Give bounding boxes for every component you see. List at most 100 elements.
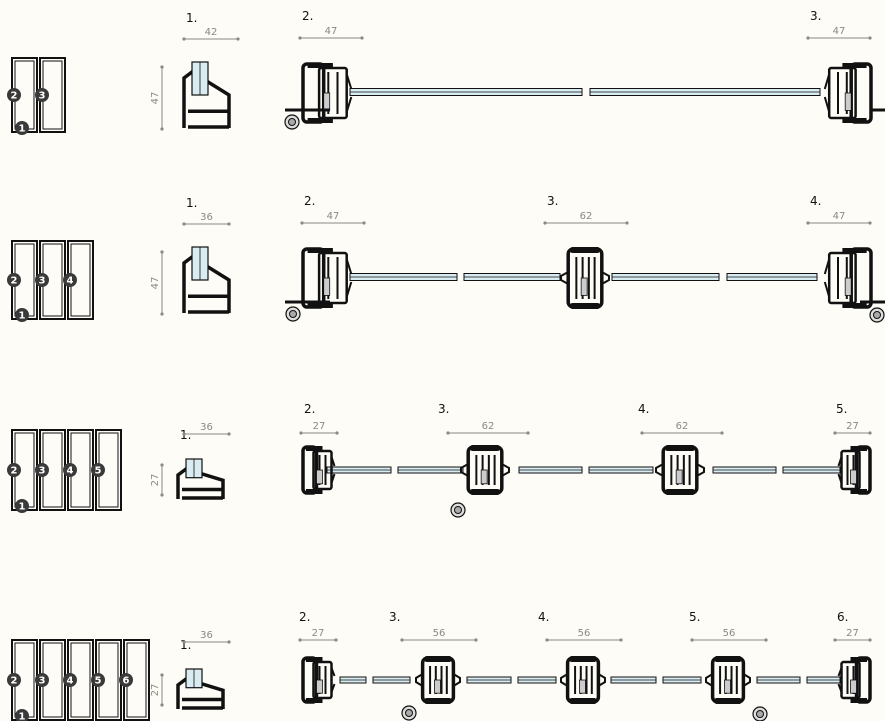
profile-cap	[850, 657, 867, 662]
leaf-number: 3	[39, 466, 46, 477]
profile-insert	[316, 679, 323, 694]
dimension-label: 27	[846, 628, 859, 639]
section-label: 4.	[538, 610, 549, 624]
frame-label: 1.	[186, 196, 197, 210]
profile-cap	[306, 489, 323, 494]
hinge-seal	[655, 463, 664, 477]
end-profile	[301, 62, 353, 124]
section-3: 3.56	[389, 610, 478, 642]
leaf-number-badge	[35, 673, 49, 687]
dimension-tick	[833, 431, 837, 435]
dimension-tick	[545, 638, 549, 642]
dimension-tick	[298, 638, 302, 642]
leaf-number: 2	[11, 276, 18, 287]
hinge-insert	[675, 469, 683, 485]
profile-gasket	[837, 667, 843, 693]
dimension-tick	[334, 638, 338, 642]
dimension-tick	[160, 127, 164, 131]
profile-insert	[323, 277, 331, 296]
leaf-number: 3	[39, 276, 46, 287]
section-label: 2.	[299, 610, 310, 624]
leaf-number: 3	[39, 676, 46, 687]
hinge-insert	[480, 469, 488, 485]
leaf-number-badge	[63, 463, 77, 477]
dimension-tick	[868, 221, 872, 225]
frame-section: 1.	[176, 638, 225, 710]
hinge-profile	[560, 656, 606, 704]
dimension-label: 27	[313, 421, 326, 432]
end-profile	[301, 247, 353, 309]
roller-hub	[873, 311, 881, 319]
dimension-label: 27	[150, 474, 161, 487]
dimension-tick	[400, 638, 404, 642]
dimension-tick	[298, 36, 302, 40]
dimension-label: 36	[200, 630, 213, 641]
frame-label: 1.	[180, 638, 191, 652]
section-5: 5.56	[689, 610, 768, 642]
dimension-tick	[543, 221, 547, 225]
hinge-cap	[570, 303, 600, 309]
hinge-seal	[696, 463, 705, 477]
end-profile	[301, 656, 336, 704]
dimension-tick	[227, 432, 231, 436]
section-label: 6.	[837, 610, 848, 624]
dimension-label: 27	[312, 628, 325, 639]
end-profile	[837, 445, 872, 495]
leaf-number: 3	[39, 91, 46, 102]
dimension-tick	[300, 221, 304, 225]
dimension-tick	[227, 222, 231, 226]
dimension-tick	[160, 703, 164, 707]
dimension-tick	[160, 312, 164, 316]
section-label: 3.	[810, 9, 821, 23]
leaf-number-badge	[7, 273, 21, 287]
section-label: 4.	[638, 402, 649, 416]
dimension-label: 27	[846, 421, 859, 432]
dimension-tick	[640, 431, 644, 435]
hinge-cap	[570, 247, 600, 253]
dimension-tick	[182, 432, 186, 436]
hinge-insert	[580, 277, 588, 296]
profile-cap	[842, 118, 867, 123]
profile-gasket	[823, 73, 831, 113]
dimension-label: 47	[325, 26, 338, 37]
dimension-label: 62	[482, 421, 495, 432]
dimension-label: 42	[205, 27, 218, 38]
dimension-tick	[160, 463, 164, 467]
dimension-tick	[764, 638, 768, 642]
dimension-tick	[625, 221, 629, 225]
hinge-insert	[434, 679, 441, 694]
hinge-profile	[705, 656, 751, 704]
section-4: 4.56	[538, 610, 623, 642]
profile-insert	[844, 92, 852, 111]
leaf-number: 2	[11, 91, 18, 102]
frame-section: 1.	[182, 196, 231, 314]
section-label: 3.	[438, 402, 449, 416]
dimension-tick	[868, 638, 872, 642]
dimension-tick	[227, 640, 231, 644]
leaf-number-badge	[91, 673, 105, 687]
roller-hub	[289, 310, 297, 318]
leaf-number-badge	[35, 463, 49, 477]
dimension-tick	[833, 638, 837, 642]
section-3: 3.47	[806, 9, 872, 40]
leaf-number-badge	[15, 121, 29, 135]
hinge-cap	[714, 656, 742, 662]
dimension-tick	[474, 638, 478, 642]
leaf-number-badge	[119, 673, 133, 687]
leaf-number: 1	[19, 311, 26, 322]
dimension-tick	[619, 638, 623, 642]
leaf-number: 5	[95, 466, 102, 477]
roller-hub	[454, 506, 462, 514]
profile-cap	[842, 248, 867, 253]
leaf-number-badge	[35, 88, 49, 102]
leaf-number: 6	[123, 676, 130, 687]
dimension-label: 56	[433, 628, 446, 639]
leaf-number: 1	[19, 712, 26, 721]
hinge-cap	[470, 445, 500, 451]
dimension-tick	[299, 431, 303, 435]
section-4: 4.47	[806, 194, 872, 225]
profile-gasket	[330, 456, 336, 484]
